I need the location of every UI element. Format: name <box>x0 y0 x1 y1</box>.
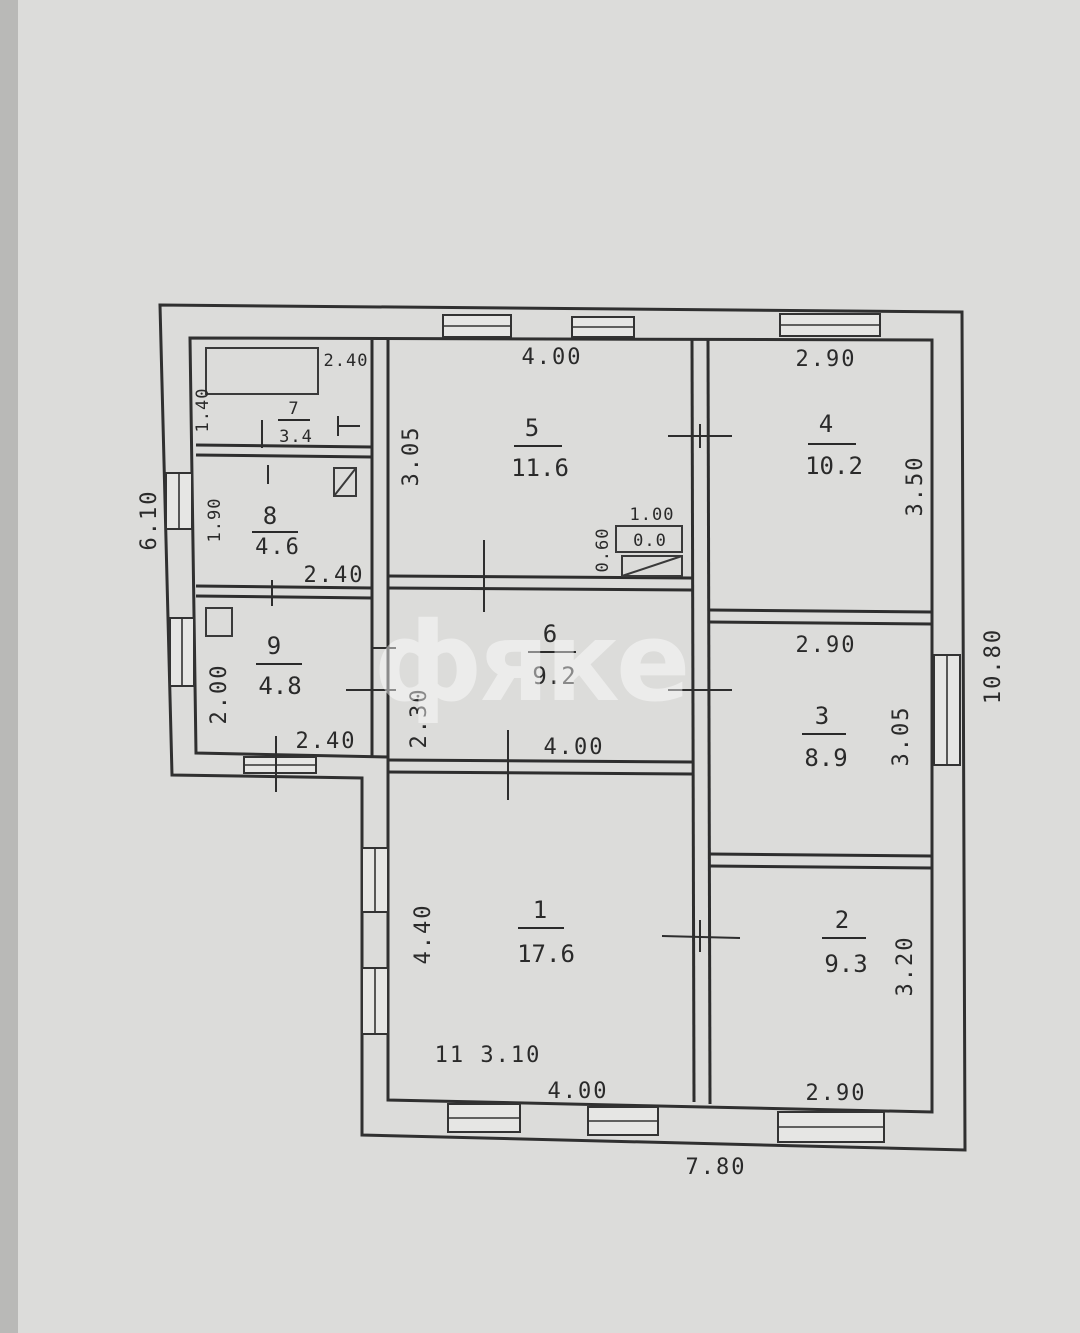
room-2-depth-label: 3.20 <box>893 936 918 997</box>
room-2-width-label: 2.90 <box>806 1081 867 1106</box>
oven-fixture-diagonal <box>621 555 683 577</box>
room-7-number: 7 <box>288 399 299 419</box>
room-labels: 1 17.6 2 9.3 3 8.9 4 10.2 5 11.6 6 9.2 <box>252 399 868 978</box>
room-5-label: 5 11.6 <box>511 414 569 482</box>
window-bottom-left <box>243 756 317 774</box>
window-left-2 <box>169 617 195 687</box>
wall-5-6 <box>387 574 693 580</box>
doors <box>261 416 741 952</box>
stove-fixture <box>615 525 683 553</box>
room-9-area: 4.8 <box>258 672 301 700</box>
inner-wall-outline <box>188 336 934 1114</box>
wall-4-3 <box>709 608 933 614</box>
niche-depth-label: 0.60 <box>593 528 613 573</box>
windows <box>165 313 961 1143</box>
window-top-3 <box>779 313 881 337</box>
room-2-area: 9.3 <box>824 950 867 978</box>
room-1-label: 1 17.6 <box>517 896 575 968</box>
room-2-number: 2 <box>835 906 849 934</box>
wall-6-1-inner <box>387 770 693 776</box>
ceiling-height-label: 11 3.10 <box>435 1043 542 1068</box>
room-3-depth-label: 3.05 <box>889 706 914 767</box>
outer-wall-outline <box>158 303 967 1152</box>
window-top-1 <box>442 314 512 338</box>
room-7-depth-label: 1.40 <box>193 388 213 433</box>
room-4-area: 10.2 <box>805 452 863 480</box>
room-3-number: 3 <box>815 702 829 730</box>
window-bottom-2 <box>587 1106 659 1136</box>
stove-mark-label: 0.0 <box>633 531 667 551</box>
room-3-label: 3 8.9 <box>802 702 848 772</box>
room-4-number: 4 <box>819 410 833 438</box>
wall-7-8 <box>195 443 373 449</box>
room-4-label: 4 10.2 <box>805 410 863 480</box>
room-3-area: 8.9 <box>804 744 847 772</box>
room-4-depth-label: 3.50 <box>903 456 928 517</box>
fixtures <box>205 347 683 637</box>
gas-stove-fixture <box>205 607 233 637</box>
wall-5-6-inner <box>387 586 693 592</box>
wall-center <box>690 339 696 1103</box>
left-depth-label: 6.10 <box>137 490 162 551</box>
room-8-depth-label: 1.90 <box>205 498 225 543</box>
sink-fixture <box>333 467 357 497</box>
wall-center-inner <box>706 339 712 1105</box>
room-8-width-label: 2.40 <box>304 563 365 588</box>
room-6-depth-label: 2.30 <box>407 688 432 749</box>
oven-fixture <box>621 555 683 577</box>
room-4-width-label: 2.90 <box>796 347 857 372</box>
room-8-number: 8 <box>263 502 277 530</box>
room-7-width-label: 2.40 <box>324 351 369 371</box>
wall-4-3-inner <box>709 620 933 626</box>
room-6-width-label: 4.00 <box>544 735 605 760</box>
wall-8-9 <box>195 584 373 590</box>
niche-width-label: 1.00 <box>630 505 675 525</box>
window-left-4 <box>361 967 389 1035</box>
room-7-area: 3.4 <box>279 427 313 447</box>
room-7-label: 7 3.4 <box>278 399 313 447</box>
room-1-width-label: 4.00 <box>548 1079 609 1104</box>
room-5-depth-label: 3.05 <box>399 426 424 487</box>
room-6-number: 6 <box>543 620 557 648</box>
room-8-area: 4.6 <box>255 535 301 560</box>
wall-3-2 <box>709 852 933 858</box>
room-6-area: 9.2 <box>532 662 575 690</box>
total-depth-label: 10.80 <box>981 628 1006 704</box>
room-5-number: 5 <box>525 414 539 442</box>
interior-walls <box>195 339 933 1105</box>
window-left-1 <box>165 472 193 530</box>
room-8-label: 8 4.6 <box>252 502 301 560</box>
sink-fixture-diagonal <box>333 467 357 497</box>
room-1-number: 1 <box>533 896 547 924</box>
outer-walls <box>158 303 967 1152</box>
window-right <box>933 654 961 766</box>
room-3-width-label: 2.90 <box>796 633 857 658</box>
room-9-label: 9 4.8 <box>256 632 302 700</box>
room-9-depth-label: 2.00 <box>207 664 232 725</box>
room-6-label: 6 9.2 <box>528 620 576 690</box>
window-bottom-3 <box>777 1111 885 1143</box>
wall-8-9-inner <box>195 594 373 600</box>
dimension-labels: 4.00 3.05 2.90 3.50 2.90 3.05 3.20 2.90 … <box>137 345 1006 1180</box>
room-1-area: 17.6 <box>517 940 575 968</box>
room-9-number: 9 <box>267 632 281 660</box>
room-5-area: 11.6 <box>511 454 569 482</box>
wall-3-2-inner <box>709 864 933 870</box>
window-top-2 <box>571 316 635 338</box>
total-width-label: 7.80 <box>686 1155 747 1180</box>
room-5-width-label: 4.00 <box>522 345 583 370</box>
wall-7-8-inner <box>195 453 373 459</box>
watermark-logo: фяке <box>373 598 686 726</box>
window-left-3 <box>361 847 389 913</box>
room-1-depth-label: 4.40 <box>411 904 436 965</box>
wall-6-1 <box>387 758 693 764</box>
room-9-width-label: 2.40 <box>296 729 357 754</box>
bathtub-fixture <box>205 347 319 395</box>
window-bottom-1 <box>447 1103 521 1133</box>
room-2-label: 2 9.3 <box>822 906 868 978</box>
